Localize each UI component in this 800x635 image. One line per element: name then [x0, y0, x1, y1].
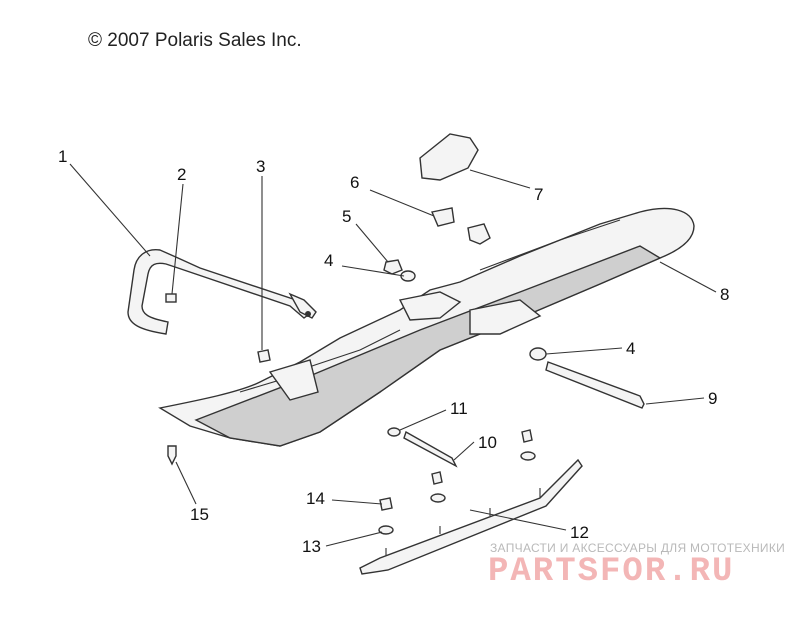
callout-7: 7: [534, 185, 543, 204]
callout-13: 13: [302, 537, 321, 556]
watermark-logo: PARTSFOR.RU: [488, 553, 735, 591]
part-nut-3: [257, 349, 271, 363]
callout-4-upper: 4: [324, 251, 333, 270]
copyright-text: © 2007 Polaris Sales Inc.: [88, 30, 302, 51]
callout-10: 10: [478, 433, 497, 452]
part-bushing-6: [431, 207, 455, 227]
part-nut-5: [383, 259, 403, 275]
callout-14: 14: [306, 489, 325, 508]
part-wear-pad: [419, 133, 479, 181]
callout-3: 3: [256, 157, 265, 176]
callout-4-lower: 4: [626, 339, 635, 358]
part-bolt-9: [545, 361, 645, 409]
part-bushing-spacer: [467, 223, 491, 245]
leader-lines: [69, 163, 717, 547]
callout-1: 1: [58, 147, 67, 166]
callout-8: 8: [720, 285, 729, 304]
part-washer-13: [378, 525, 394, 535]
part-nut-right-a: [521, 429, 533, 443]
callout-12: 12: [570, 523, 589, 542]
part-pin-15: [167, 445, 177, 466]
callout-5: 5: [342, 207, 351, 226]
part-washer-11: [387, 427, 401, 437]
part-washer-right-a: [520, 451, 536, 461]
callout-15: 15: [190, 505, 209, 524]
part-small-nut: [165, 293, 177, 303]
callout-11: 11: [450, 399, 468, 418]
part-washer-right-b: [430, 493, 446, 503]
part-ski: [158, 207, 695, 447]
part-washer-lower: [529, 347, 547, 361]
callout-9: 9: [708, 389, 717, 408]
part-nut-14: [379, 497, 393, 511]
part-pin-10: [403, 430, 458, 468]
part-handle: [127, 249, 317, 335]
callout-2: 2: [177, 165, 186, 184]
part-nut-right-b: [431, 471, 443, 485]
part-carbide-runner: [359, 458, 583, 575]
watermark-subtitle: ЗАПЧАСТИ И АКСЕССУАРЫ ДЛЯ МОТОТЕХНИКИ: [490, 541, 786, 555]
callout-6: 6: [350, 173, 359, 192]
